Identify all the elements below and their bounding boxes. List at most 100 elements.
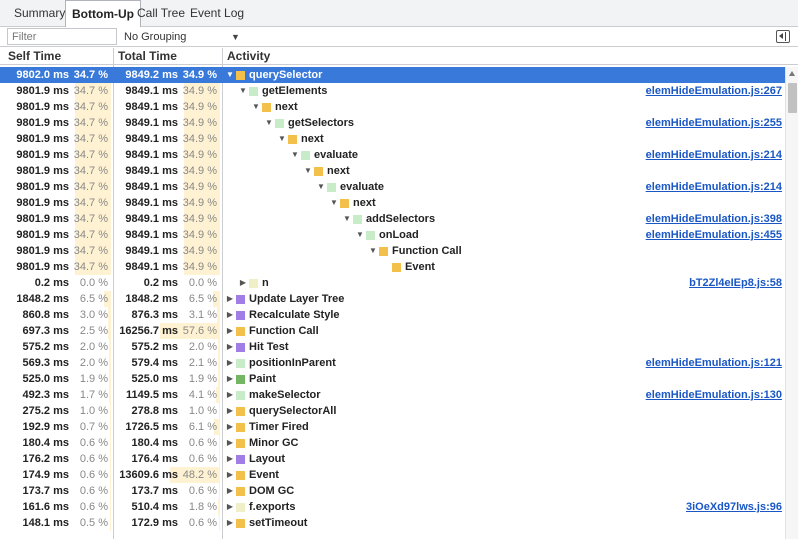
total-time-cell-percent: 2.0 % (188, 341, 217, 353)
toggle-sidebar-icon[interactable] (776, 30, 790, 43)
expand-arrow-right-icon[interactable]: ▶ (226, 422, 234, 431)
source-link[interactable]: elemHideEmulation.js:267 (645, 85, 782, 97)
expand-arrow-right-icon[interactable]: ▶ (226, 502, 234, 511)
expand-arrow-right-icon[interactable]: ▶ (226, 454, 234, 463)
tab-summary[interactable]: Summary (14, 6, 66, 20)
expand-arrow-down-icon[interactable]: ▼ (356, 230, 364, 239)
activity-cell: Event (225, 259, 785, 275)
time-bar (109, 371, 111, 387)
total-time-cell-value: 16256.7 ms (119, 325, 178, 337)
time-bar (184, 179, 220, 195)
vertical-scrollbar[interactable] (785, 67, 798, 539)
source-link[interactable]: elemHideEmulation.js:255 (645, 117, 782, 129)
tab-event-log[interactable]: Event Log (190, 6, 245, 20)
expand-arrow-right-icon[interactable]: ▶ (226, 518, 234, 527)
expand-arrow-down-icon[interactable]: ▼ (317, 182, 325, 191)
expand-arrow-right-icon[interactable]: ▶ (226, 374, 234, 383)
expand-arrow-right-icon[interactable]: ▶ (226, 342, 234, 351)
expand-arrow-right-icon[interactable]: ▶ (226, 358, 234, 367)
expand-arrow-down-icon[interactable]: ▼ (252, 102, 260, 111)
source-link[interactable]: elemHideEmulation.js:214 (645, 149, 782, 161)
expand-arrow-right-icon[interactable]: ▶ (226, 438, 234, 447)
source-link[interactable]: elemHideEmulation.js:214 (645, 181, 782, 193)
activity-name: evaluate (314, 149, 359, 161)
source-link[interactable]: elemHideEmulation.js:130 (645, 389, 782, 401)
dropdown-arrow-icon[interactable]: ▼ (231, 32, 240, 42)
expand-arrow-right-icon[interactable]: ▶ (226, 326, 234, 335)
expand-arrow-down-icon[interactable]: ▼ (343, 214, 351, 223)
tab-call-tree[interactable]: Call Tree (137, 6, 186, 20)
scroll-up-arrow-icon[interactable] (789, 71, 795, 76)
self-time-cell-value: 9801.9 ms (16, 229, 69, 241)
self-time-cell-percent: 34.7 % (73, 245, 108, 257)
grouping-select[interactable]: No Grouping (124, 31, 187, 43)
source-link[interactable]: elemHideEmulation.js:121 (645, 357, 782, 369)
self-time-cell-value: 148.1 ms (22, 517, 69, 529)
expand-arrow-right-icon[interactable]: ▶ (226, 310, 234, 319)
self-time-header[interactable]: Self Time (8, 49, 62, 63)
expand-arrow-down-icon[interactable]: ▼ (330, 198, 338, 207)
time-bar (184, 259, 220, 275)
expand-arrow-right-icon[interactable]: ▶ (226, 486, 234, 495)
expand-arrow-down-icon[interactable]: ▼ (226, 70, 234, 79)
activity-header[interactable]: Activity (227, 49, 271, 63)
time-bar (75, 211, 111, 227)
self-time-cell-value: 161.6 ms (22, 501, 69, 513)
expand-arrow-right-icon[interactable]: ▶ (239, 278, 247, 287)
expand-arrow-down-icon[interactable]: ▼ (291, 150, 299, 159)
source-link[interactable]: 3iOeXd97lws.js:96 (686, 501, 782, 513)
expand-arrow-right-icon[interactable]: ▶ (226, 294, 234, 303)
total-time-header[interactable]: Total Time (118, 49, 177, 63)
filter-input[interactable] (7, 28, 117, 45)
activity-name: evaluate (340, 181, 385, 193)
total-time-cell-percent: 3.1 % (188, 309, 217, 321)
self-time-cell-value: 9801.9 ms (16, 261, 69, 273)
expand-arrow-down-icon[interactable]: ▼ (239, 86, 247, 95)
expand-arrow-down-icon[interactable]: ▼ (265, 118, 273, 127)
activity-name: Function Call (392, 245, 462, 257)
scroll-thumb[interactable] (788, 83, 797, 113)
source-link[interactable]: elemHideEmulation.js:455 (645, 229, 782, 241)
expand-arrow-right-icon[interactable]: ▶ (226, 390, 234, 399)
source-link[interactable]: elemHideEmulation.js:398 (645, 213, 782, 225)
self-time-cell-percent: 2.0 % (79, 357, 108, 369)
expand-arrow-down-icon[interactable]: ▼ (369, 246, 377, 255)
expand-arrow-down-icon[interactable]: ▼ (278, 134, 286, 143)
expand-arrow-down-icon[interactable]: ▼ (304, 166, 312, 175)
tab-bottom-up[interactable]: Bottom-Up (65, 0, 141, 27)
expand-arrow-right-icon[interactable]: ▶ (226, 470, 234, 479)
source-link[interactable]: bT2Zl4eIEp8.js:58 (689, 277, 782, 289)
expand-arrow-right-icon[interactable]: ▶ (226, 406, 234, 415)
activity-name: Recalculate Style (249, 309, 340, 321)
